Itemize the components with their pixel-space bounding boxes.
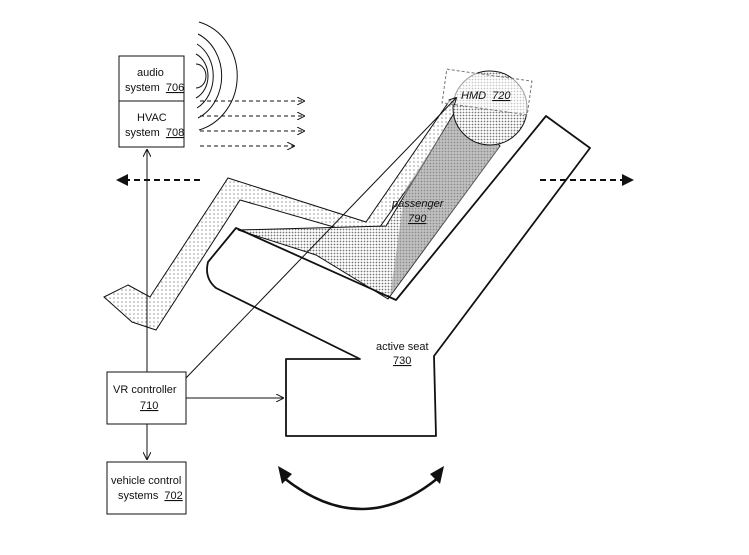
vr-controller-ref: 710 xyxy=(140,400,158,412)
audio-hvac-box: audio system 706 HVAC system 708 xyxy=(118,55,185,148)
hmd-device: HMD 720 xyxy=(441,68,533,116)
seat-ref: 730 xyxy=(393,355,411,367)
vr-controller-label: VR controller xyxy=(113,384,177,396)
passenger-ref: 790 xyxy=(408,213,427,225)
hmd-label: HMD 720 xyxy=(461,90,511,102)
active-seat-outline xyxy=(206,115,591,437)
audio-label: audio xyxy=(137,67,164,79)
seat-frame xyxy=(206,115,591,437)
vehicle-control-label: vehicle control xyxy=(111,475,181,487)
hvac-system-box xyxy=(118,100,185,148)
seat-inner-line xyxy=(235,227,247,233)
passenger-label: passenger xyxy=(391,198,445,210)
connections xyxy=(147,98,456,459)
vr-to-hmd-line xyxy=(185,98,456,379)
hvac-label-2: system 708 xyxy=(125,127,184,139)
vehicle-control-box: vehicle control systems 702 xyxy=(106,461,187,515)
sound-waves-icon xyxy=(195,21,238,131)
audio-system-box xyxy=(118,55,185,102)
audio-label-2: system 706 xyxy=(125,82,184,94)
seat-label: active seat xyxy=(376,341,429,353)
seat-rotation-arrow-icon xyxy=(278,466,444,511)
hmd-box xyxy=(441,68,533,116)
vr-controller-box: VR controller 710 xyxy=(106,371,187,425)
airflow-arrows xyxy=(200,101,304,146)
vehicle-control-label-2: systems 702 xyxy=(118,490,183,502)
hvac-label: HVAC xyxy=(137,112,167,124)
passenger-torso-shade xyxy=(390,102,500,296)
